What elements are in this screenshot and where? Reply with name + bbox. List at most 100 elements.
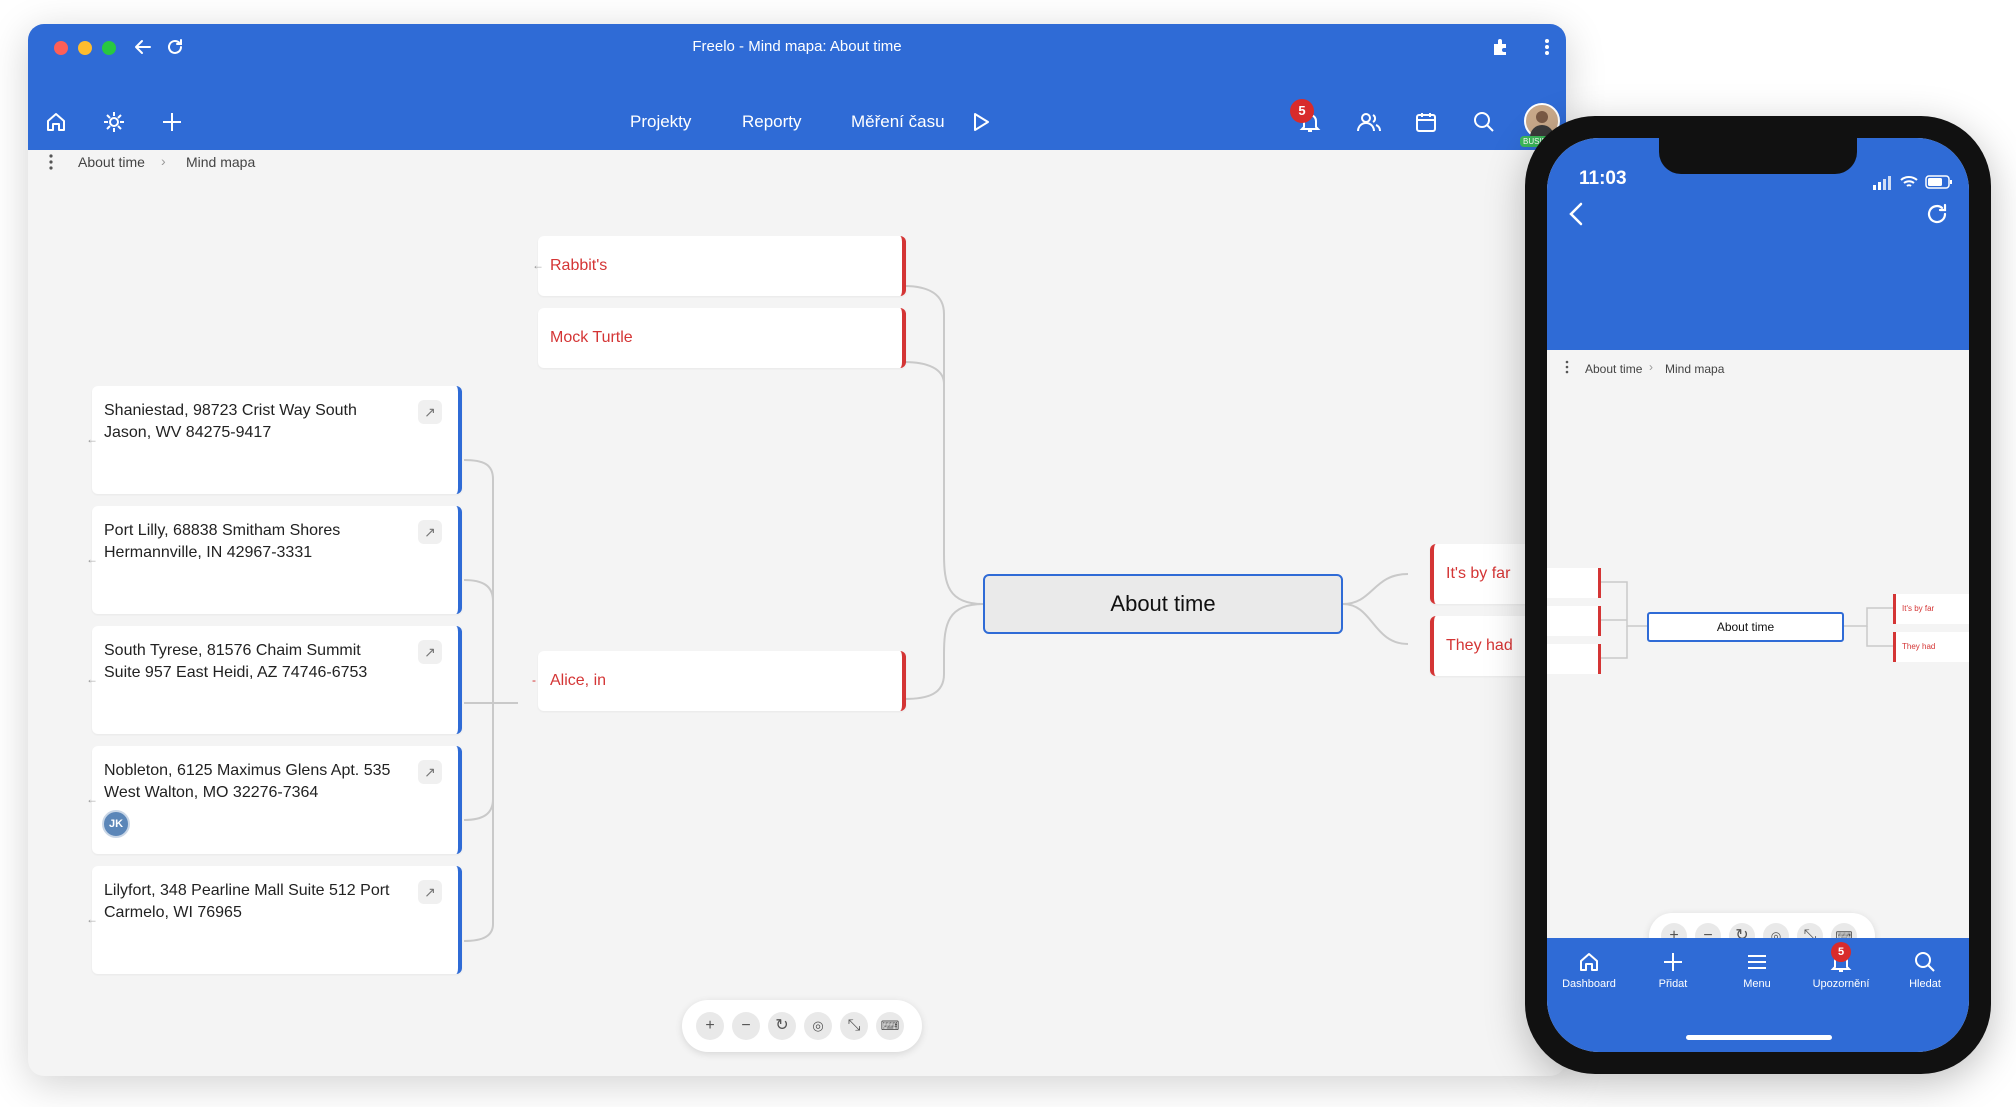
fit-screen-icon[interactable]: ◎ bbox=[804, 1012, 832, 1040]
arrow-left-icon: ← bbox=[86, 672, 98, 686]
phone-mindmap-node[interactable] bbox=[1547, 568, 1601, 598]
node-line-2: West Walton, MO 32276-7364 bbox=[104, 784, 319, 801]
phone-mindmap-node[interactable] bbox=[1547, 644, 1601, 674]
arrow-left-icon: ← bbox=[86, 792, 98, 806]
extensions-icon[interactable] bbox=[1490, 36, 1512, 58]
breadcrumb-item-mindmap[interactable]: Mind mapa bbox=[186, 154, 256, 170]
chevron-right-icon: › bbox=[161, 153, 166, 169]
phone-breadcrumb-project[interactable]: About time bbox=[1585, 362, 1643, 376]
phone-refresh-icon[interactable] bbox=[1923, 200, 1951, 233]
mindmap-node-address[interactable]: ← Lilyfort, 348 Pearline Mall Suite 512 … bbox=[86, 866, 462, 974]
open-detail-icon[interactable]: ↗ bbox=[418, 880, 442, 904]
desktop-window: Freelo - Mind mapa: About time Projekty … bbox=[28, 24, 1566, 1076]
tab-label: Upozornění bbox=[1812, 978, 1870, 990]
mindmap-node-rabbits[interactable]: ← Rabbit's bbox=[532, 236, 906, 296]
phone-mindmap-node[interactable] bbox=[1547, 606, 1601, 636]
node-label: Mock Turtle bbox=[550, 329, 633, 346]
node-line-2: Jason, WV 84275-9417 bbox=[104, 424, 272, 441]
tab-label: Hledat bbox=[1909, 978, 1941, 990]
breadcrumb-item-project[interactable]: About time bbox=[78, 154, 145, 170]
mindmap-node-alice[interactable]: - Alice, in bbox=[532, 651, 906, 711]
arrow-left-icon: ← bbox=[86, 912, 98, 926]
reload-icon[interactable] bbox=[164, 36, 186, 58]
zoom-controls: + − ↻ ◎ ⤡ ⌨ bbox=[682, 1000, 922, 1052]
phone-frame: 11:03 About time › Mind mapa bbox=[1525, 116, 1991, 1074]
arrow-left-icon: ← bbox=[86, 552, 98, 566]
node-line-1: South Tyrese, 81576 Chaim Summit bbox=[104, 642, 361, 659]
node-line-2: Carmelo, WI 76965 bbox=[104, 904, 242, 921]
phone-notch bbox=[1659, 138, 1857, 174]
assignee-avatar[interactable]: JK bbox=[102, 810, 130, 838]
node-label: It's by far bbox=[1446, 565, 1511, 582]
breadcrumb-menu-icon[interactable] bbox=[48, 153, 54, 176]
phone-notification-badge: 5 bbox=[1831, 942, 1851, 962]
zoom-window-button[interactable] bbox=[102, 41, 116, 55]
home-icon[interactable] bbox=[44, 110, 68, 134]
arrow-left-icon: ← bbox=[86, 432, 98, 446]
chevron-right-icon: › bbox=[1649, 360, 1653, 374]
open-detail-icon[interactable]: ↗ bbox=[418, 640, 442, 664]
mindmap-connectors bbox=[463, 285, 1409, 942]
notification-count-badge: 5 bbox=[1290, 99, 1314, 123]
mindmap-node-mock-turtle[interactable]: Mock Turtle bbox=[538, 308, 906, 368]
node-label: They had bbox=[1446, 637, 1513, 654]
phone-tab-bar: Dashboard Přidat Menu Upozornění 5 Hleda… bbox=[1547, 938, 1969, 1052]
tab-pridat[interactable]: Přidat bbox=[1631, 950, 1715, 990]
home-indicator[interactable] bbox=[1686, 1035, 1832, 1040]
menu-icon bbox=[1748, 955, 1766, 969]
open-detail-icon[interactable]: ↗ bbox=[418, 400, 442, 424]
search-icon bbox=[1915, 952, 1935, 972]
status-time: 11:03 bbox=[1579, 168, 1627, 189]
phone-back-icon[interactable] bbox=[1565, 200, 1589, 233]
team-icon[interactable] bbox=[1356, 110, 1382, 134]
node-label: Rabbit's bbox=[550, 257, 608, 274]
open-detail-icon[interactable]: ↗ bbox=[418, 520, 442, 544]
window-title: Freelo - Mind mapa: About time bbox=[692, 38, 902, 55]
mindmap-root-node[interactable]: About time bbox=[983, 574, 1343, 634]
reset-view-icon[interactable]: ↻ bbox=[768, 1012, 796, 1040]
phone-breadcrumb-mindmap[interactable]: Mind mapa bbox=[1665, 362, 1725, 376]
add-icon[interactable] bbox=[160, 110, 184, 134]
node-line-2: Suite 957 East Heidi, AZ 74746-6753 bbox=[104, 664, 368, 681]
node-line-1: Lilyfort, 348 Pearline Mall Suite 512 Po… bbox=[104, 882, 390, 899]
tab-hledat[interactable]: Hledat bbox=[1883, 950, 1967, 990]
tab-menu[interactable]: Menu bbox=[1715, 950, 1799, 990]
arrow-left-icon: ← bbox=[532, 258, 544, 272]
phone-mindmap-node-they-had[interactable]: They had bbox=[1893, 632, 1969, 662]
battery-icon bbox=[1925, 175, 1953, 194]
node-line-1: Shaniestad, 98723 Crist Way South bbox=[104, 402, 357, 419]
plus-icon bbox=[1664, 953, 1682, 971]
open-detail-icon[interactable]: ↗ bbox=[418, 760, 442, 784]
node-line-2: Hermannville, IN 42967-3331 bbox=[104, 544, 313, 561]
calendar-icon[interactable] bbox=[1414, 110, 1438, 134]
zoom-in-icon[interactable]: + bbox=[696, 1012, 724, 1040]
phone-mindmap-node-its-by-far[interactable]: It's by far bbox=[1893, 594, 1969, 624]
settings-icon[interactable] bbox=[102, 110, 126, 134]
minimize-window-button[interactable] bbox=[78, 41, 92, 55]
tab-dashboard[interactable]: Dashboard bbox=[1547, 950, 1631, 990]
nav-mereni-casu[interactable]: Měření času bbox=[851, 112, 945, 131]
nav-reporty[interactable]: Reporty bbox=[742, 112, 802, 131]
phone-mindmap-connectors bbox=[1601, 581, 1893, 659]
home-icon bbox=[1580, 953, 1598, 971]
phone-screen: 11:03 About time › Mind mapa bbox=[1547, 138, 1969, 1052]
phone-mindmap-root-node[interactable]: About time bbox=[1647, 612, 1844, 642]
collapse-icon[interactable]: ⤡ bbox=[840, 1012, 868, 1040]
play-timer-icon[interactable] bbox=[970, 110, 992, 134]
phone-breadcrumb-menu-icon[interactable] bbox=[1565, 360, 1569, 379]
title-bar: Freelo - Mind mapa: About time bbox=[28, 24, 1566, 70]
more-icon[interactable] bbox=[1544, 36, 1550, 58]
back-icon[interactable] bbox=[132, 36, 154, 58]
close-window-button[interactable] bbox=[54, 41, 68, 55]
node-line-1: Nobleton, 6125 Maximus Glens Apt. 535 bbox=[104, 762, 391, 779]
search-icon[interactable] bbox=[1472, 110, 1496, 134]
zoom-out-icon[interactable]: − bbox=[732, 1012, 760, 1040]
signal-icon bbox=[1873, 176, 1895, 195]
nav-projekty[interactable]: Projekty bbox=[630, 112, 692, 131]
node-label: Alice, in bbox=[550, 672, 607, 689]
keyboard-icon[interactable]: ⌨ bbox=[876, 1012, 904, 1040]
